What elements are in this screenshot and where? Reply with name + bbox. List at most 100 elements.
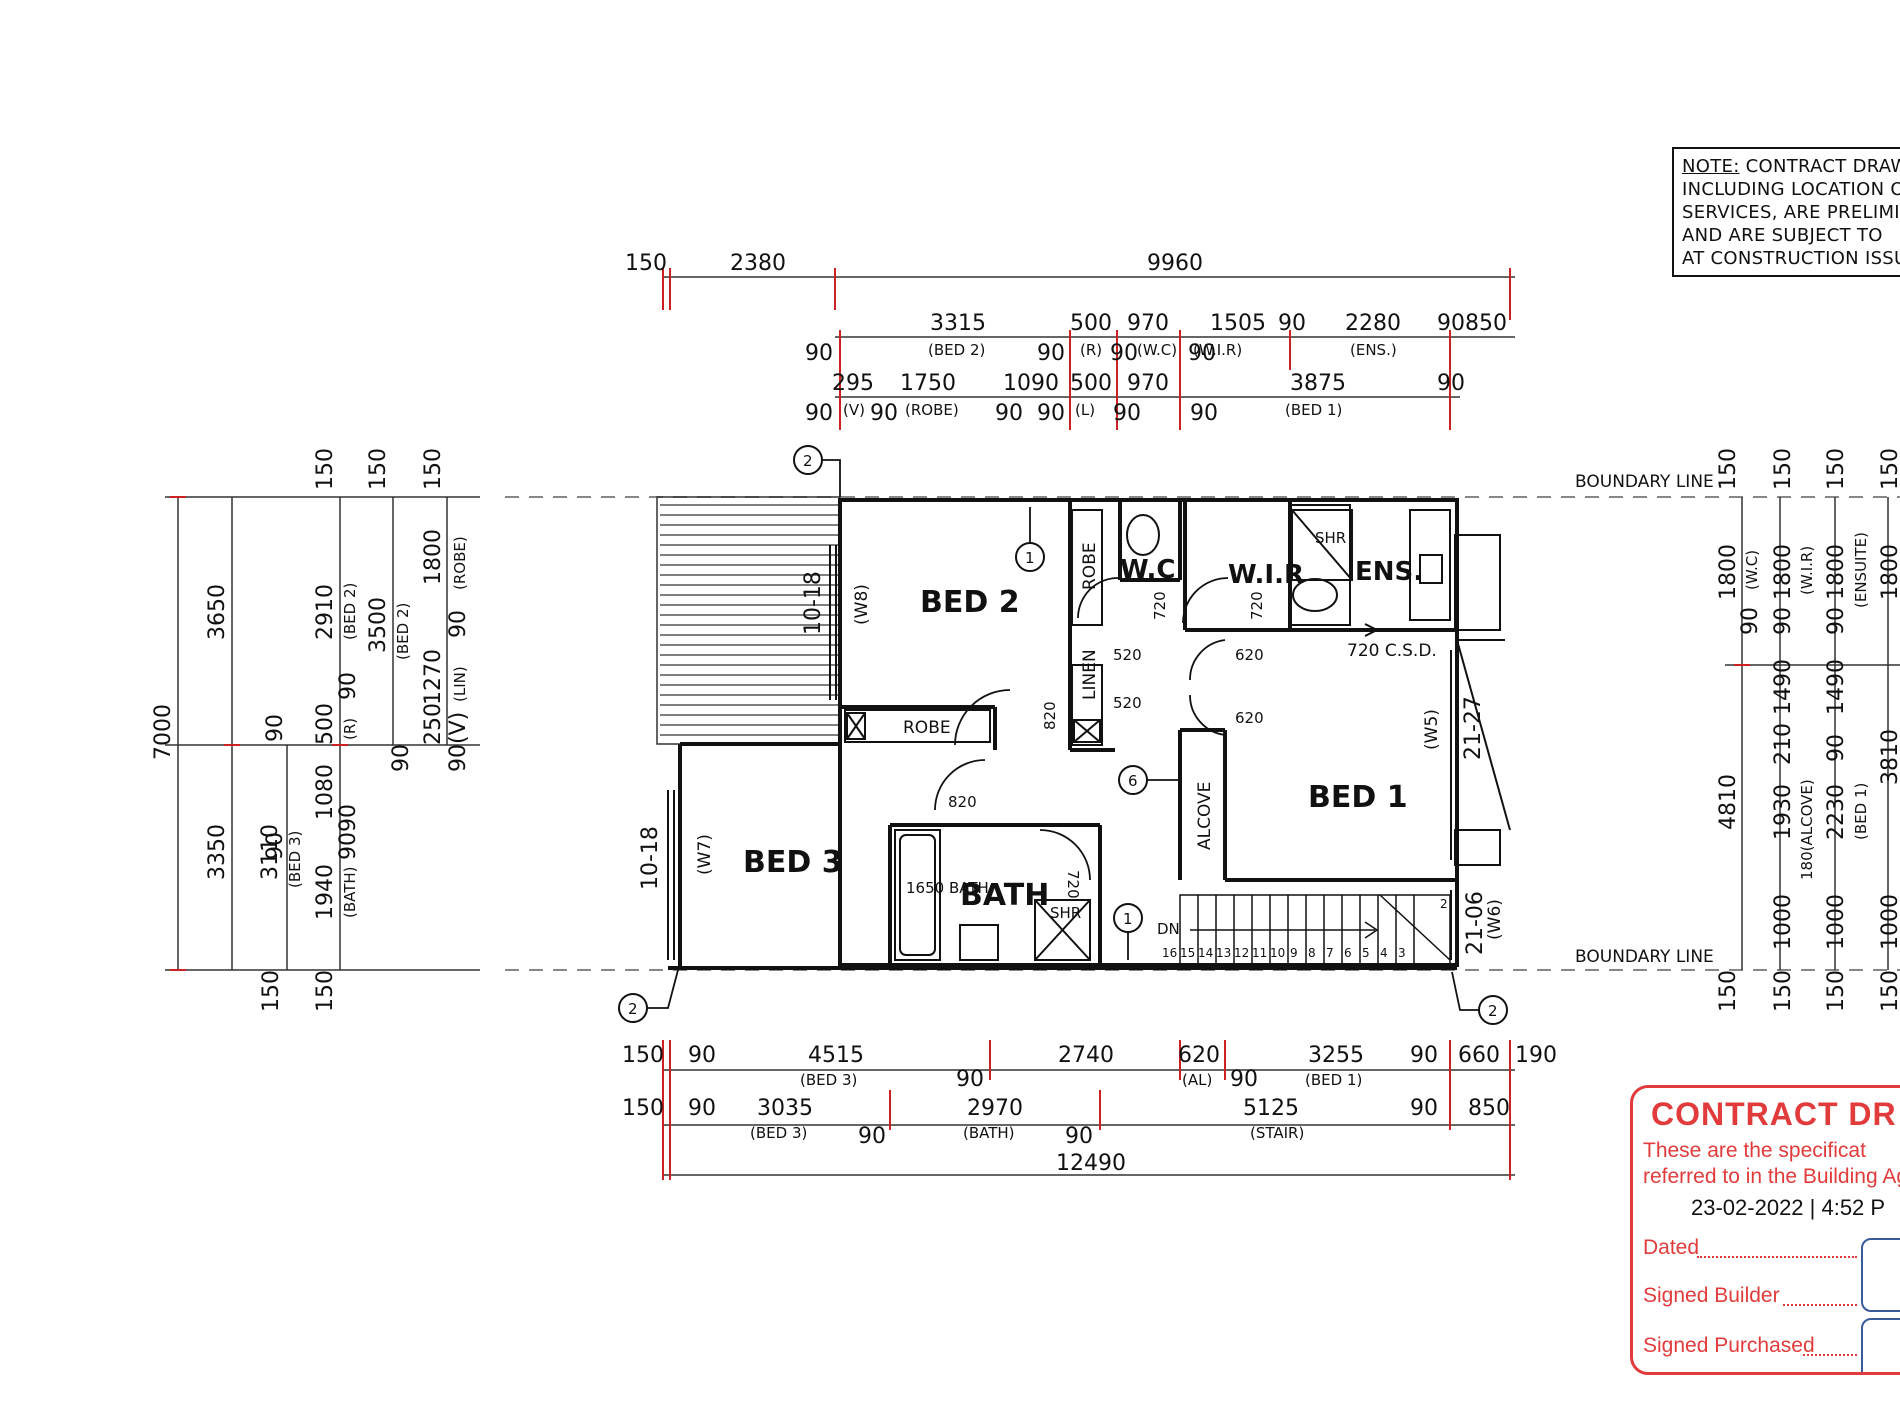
dim-sub: (BED 1) xyxy=(1852,783,1870,840)
dim-text: 90 xyxy=(1824,607,1849,635)
dim-text: 1000 xyxy=(1771,894,1796,950)
contract-stamp: CONTRACT DR These are the specificat ref… xyxy=(1630,1085,1900,1375)
marker-2-top: 2 xyxy=(803,452,813,470)
dim-text: 12490 xyxy=(1056,1151,1126,1176)
dim-sub: (R) xyxy=(341,718,359,740)
stamp-title: CONTRACT DR xyxy=(1651,1096,1897,1132)
stamp-dated-line xyxy=(1697,1256,1857,1258)
dim-text: 90 xyxy=(1110,341,1138,366)
dim-text: 150 xyxy=(259,970,284,1012)
window-w6-size: 21-06 xyxy=(1463,891,1488,955)
note-line-3: SERVICES, ARE PRELIMIN xyxy=(1682,202,1900,223)
dim-text: 970 xyxy=(1127,371,1169,396)
marker-1-bed2: 1 xyxy=(1025,549,1035,567)
dim-text: 2380 xyxy=(730,251,786,276)
dim-sub: (ROBE) xyxy=(905,401,959,419)
dim-sub: (R) xyxy=(1080,341,1102,359)
dim-text: 1750 xyxy=(900,371,956,396)
dim-text: 90 xyxy=(1771,607,1796,635)
dim-text: 90 xyxy=(688,1096,716,1121)
dim-text: 150 xyxy=(313,970,338,1012)
dim-text: 90 xyxy=(1230,1067,1258,1092)
note-label: NOTE: xyxy=(1682,156,1740,177)
stair-number: 7 xyxy=(1326,946,1334,960)
room-wir: W.I.R xyxy=(1228,560,1304,590)
dim-text: 150 xyxy=(1716,448,1741,490)
dim-sub: (BED 1) xyxy=(1305,1071,1362,1089)
room-wc: W.C xyxy=(1120,555,1176,585)
dim-sub: (L) xyxy=(1075,401,1095,419)
door-label: 620 xyxy=(1235,646,1264,664)
shower-label-ens: SHR xyxy=(1315,529,1346,547)
csd-arrow xyxy=(1300,623,1380,637)
window-w8: (W8) xyxy=(852,584,872,625)
dim-text: 970 xyxy=(1127,311,1169,336)
dim-text: 1800 xyxy=(1771,544,1796,600)
window-w7-size: 10-18 xyxy=(638,826,663,890)
dimensions-left: 7000 3650 3350 3110 (BED 3) 1940 (BATH) … xyxy=(151,448,471,1012)
dim-text: 150 xyxy=(1824,970,1849,1012)
dim-text: 90 xyxy=(1410,1096,1438,1121)
dimension-ticks xyxy=(170,268,1750,1180)
note-line-4: AND ARE SUBJECT TO xyxy=(1682,225,1883,246)
dim-text: 2740 xyxy=(1058,1043,1114,1068)
dim-text: 90 xyxy=(1738,607,1763,635)
dim-text: 90 xyxy=(1190,401,1218,426)
boundary-lines xyxy=(505,496,1900,971)
stairs xyxy=(1179,894,1451,966)
dim-text: 150 xyxy=(1878,448,1900,490)
dim-text: 150 xyxy=(622,1096,664,1121)
dim-text: 90850 xyxy=(1437,311,1507,336)
dim-text: 1800 xyxy=(1716,544,1741,600)
builder-signature xyxy=(1861,1238,1900,1312)
dim-text: 90 xyxy=(263,714,288,742)
dim-text: 1000 xyxy=(1824,894,1849,950)
dim-text: 90 xyxy=(389,744,414,772)
dim-text: 1490 xyxy=(1771,659,1796,715)
dim-text: 150 xyxy=(1771,448,1796,490)
dim-text: 1930 xyxy=(1771,784,1796,840)
dim-text: 90 xyxy=(995,401,1023,426)
dim-text: 150 xyxy=(1771,970,1796,1012)
dimensions-top: 150 2380 9960 3315 500 970 1505 90 2280 … xyxy=(625,251,1507,426)
dim-text: 90 xyxy=(1410,1043,1438,1068)
room-robe-horizontal: ROBE xyxy=(903,718,951,738)
stair-number: 6 xyxy=(1344,946,1352,960)
door-label: 820 xyxy=(948,793,977,811)
dim-text: 500 xyxy=(1070,371,1112,396)
window-w8-size: 10-18 xyxy=(801,571,826,635)
dim-text: 3255 xyxy=(1308,1043,1364,1068)
dim-text: 90 xyxy=(336,804,361,832)
dim-text: 250 xyxy=(421,703,446,745)
note-line-2: INCLUDING LOCATION O xyxy=(1682,179,1900,200)
dim-text: 1080 xyxy=(313,764,338,820)
stamp-body: These are the specificat referred to in … xyxy=(1643,1138,1900,1190)
dim-text: 3810 xyxy=(1878,729,1900,785)
dim-sub: (BED 2) xyxy=(394,603,412,660)
cupboards xyxy=(844,504,1501,866)
marker-2-bottom-right: 2 xyxy=(1488,1002,1498,1020)
stamp-builder-label: Signed Builder xyxy=(1643,1284,1780,1307)
dim-text: 190 xyxy=(1515,1043,1557,1068)
dim-text: 90(V) xyxy=(446,712,471,772)
marker-leaders xyxy=(647,459,1479,1011)
dim-text: 3350 xyxy=(205,824,230,880)
shower-label-bath: SHR xyxy=(1050,904,1081,922)
dim-text: 90 xyxy=(688,1043,716,1068)
dim-sub: (BATH) xyxy=(341,866,359,918)
dim-text: 150 xyxy=(313,448,338,490)
dim-text: 1000 xyxy=(1878,894,1900,950)
dim-sub: (W.I.R) xyxy=(1193,341,1242,359)
dim-text: 90 xyxy=(336,832,361,860)
stair-number: 15 xyxy=(1180,946,1195,960)
dim-text: 150 xyxy=(421,448,446,490)
dim-text: 90 xyxy=(1188,341,1216,366)
dim-sub: (AL) xyxy=(1182,1071,1212,1089)
door-label: 720 xyxy=(1248,591,1266,620)
dim-text: 90 xyxy=(1824,734,1849,762)
dim-text: 2280 xyxy=(1345,311,1401,336)
dim-text: 3650 xyxy=(205,584,230,640)
stair-dn-label: DN xyxy=(1157,920,1180,938)
stair-number: 9 xyxy=(1290,946,1298,960)
